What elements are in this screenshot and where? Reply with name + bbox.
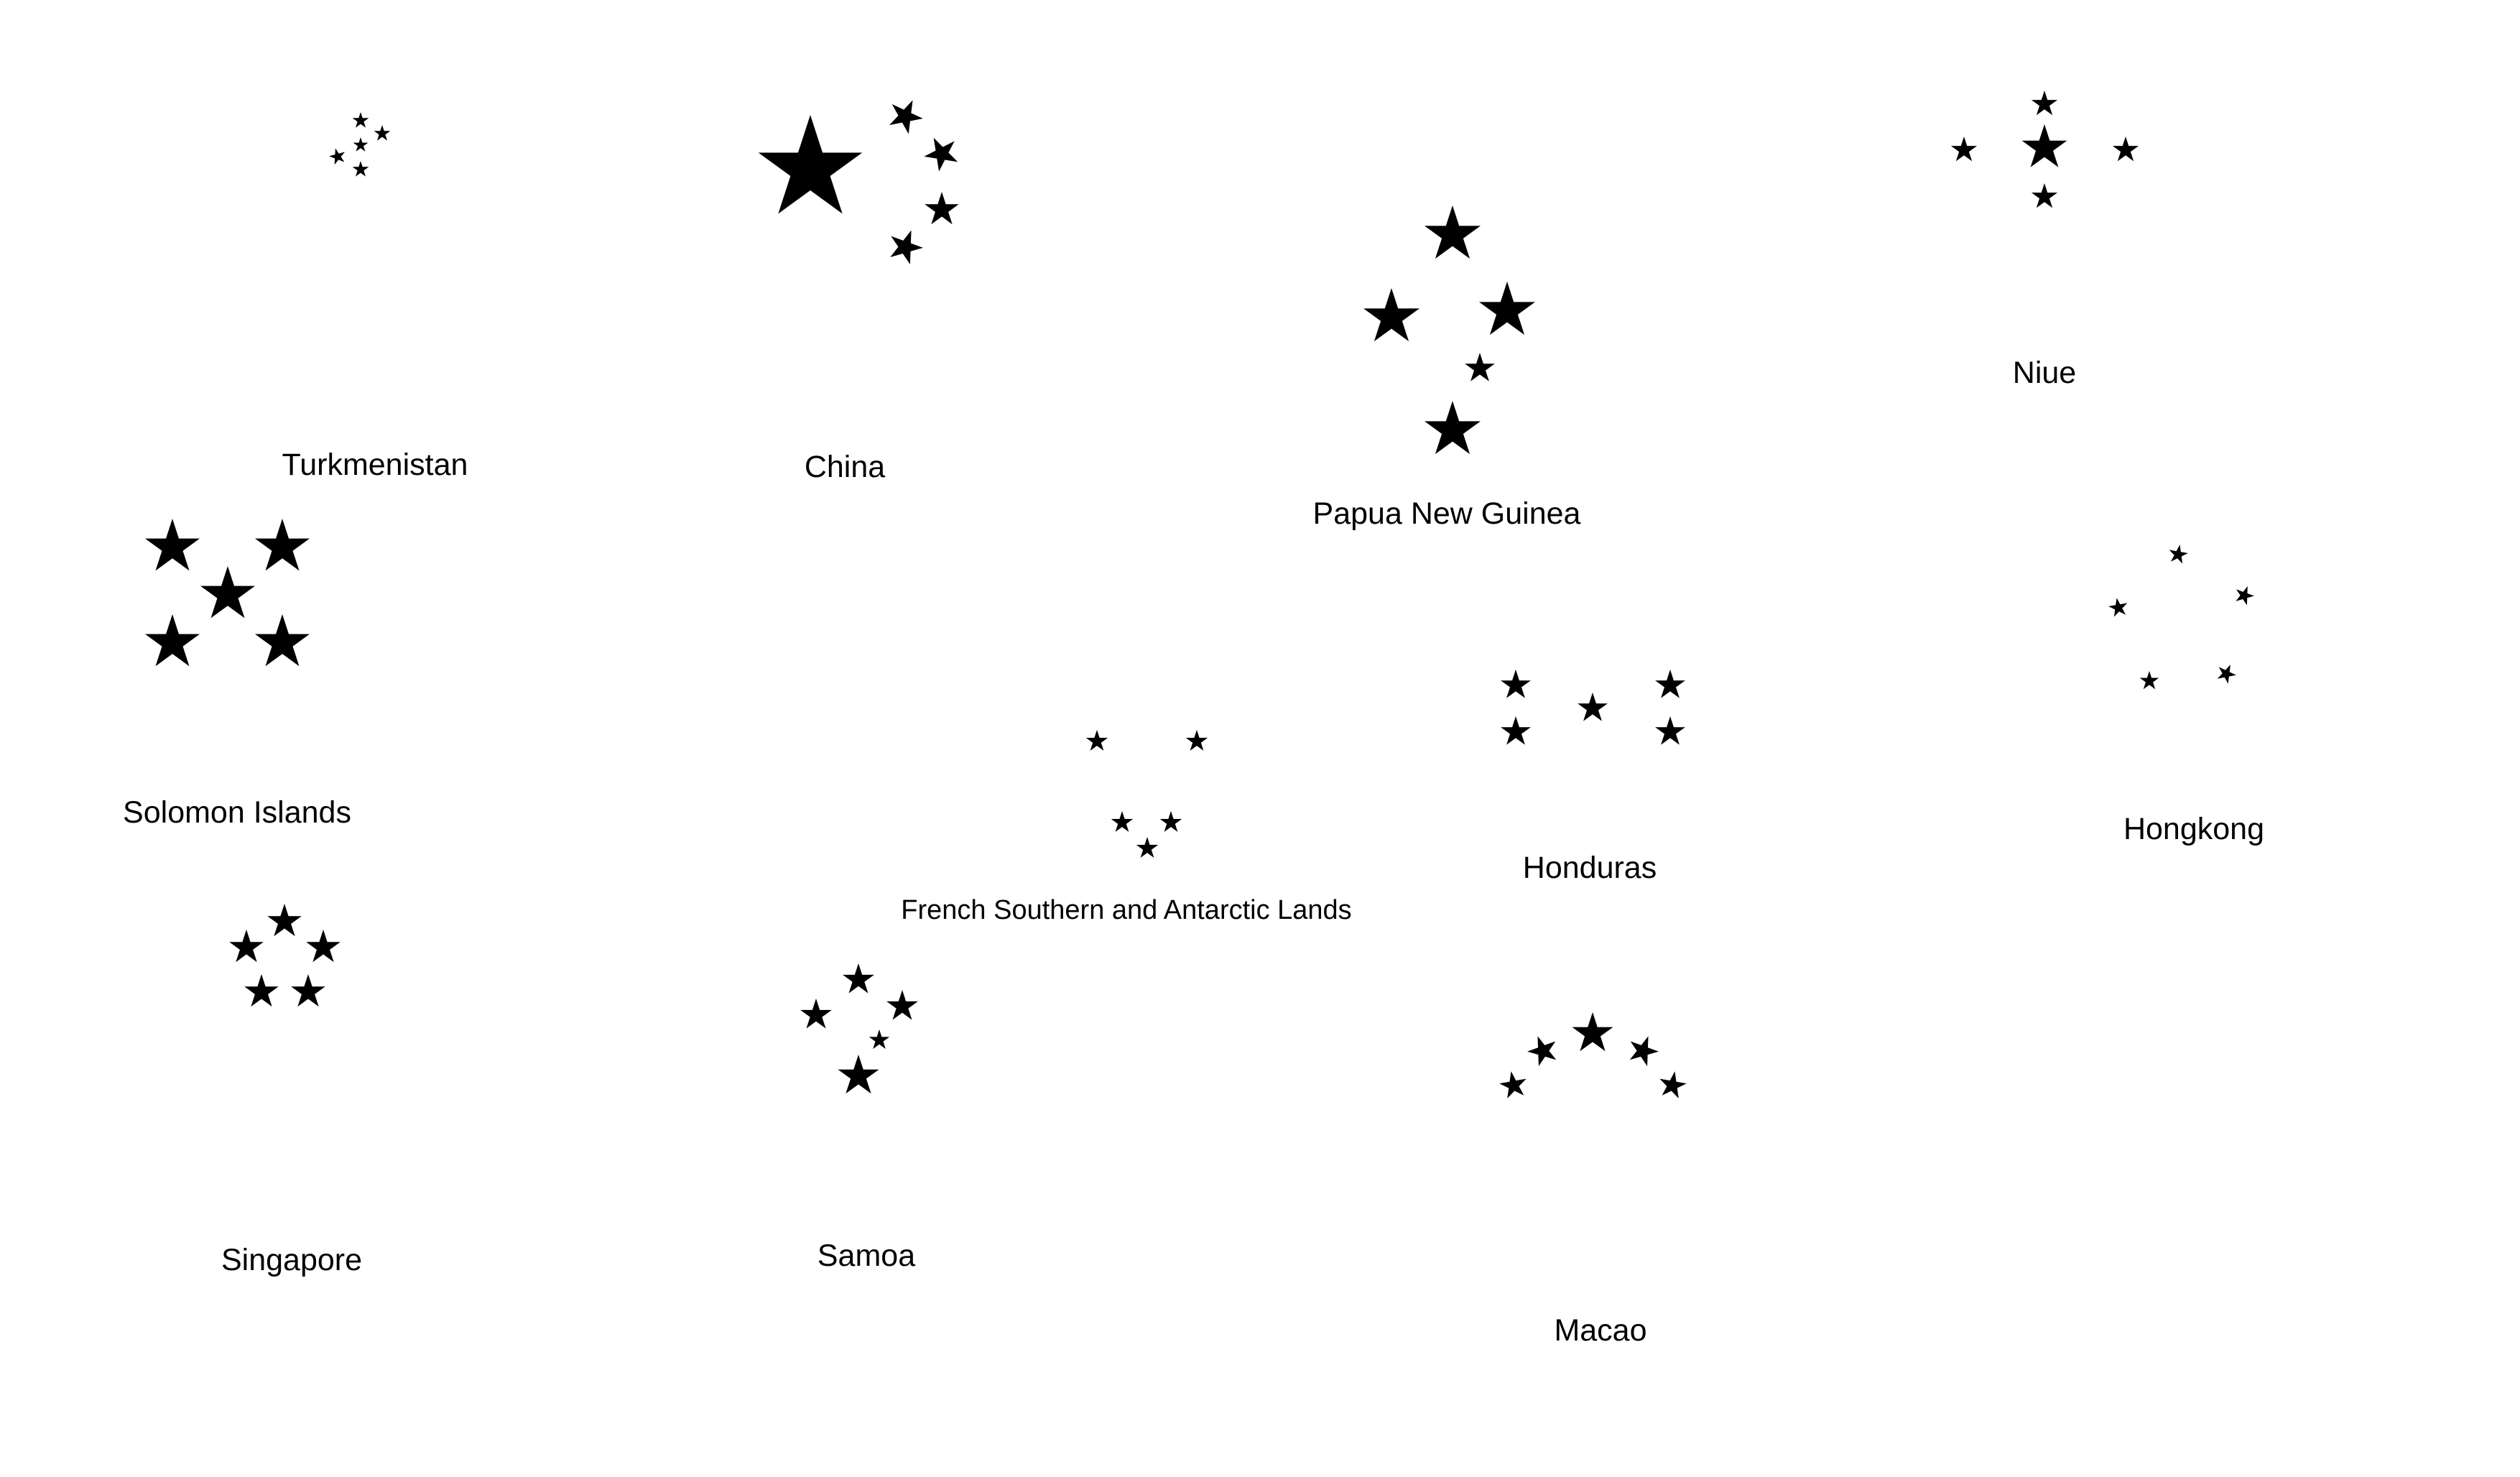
- star-icon-niue-5: [2031, 183, 2058, 208]
- star-icon-singapore-1: [267, 904, 302, 937]
- label-china: China: [805, 450, 885, 484]
- star-icon-macao-1: [1572, 1012, 1613, 1052]
- star-icon-solomon-islands-2: [254, 519, 310, 571]
- star-icon-samoa-4: [868, 1029, 890, 1050]
- group-french-southern-and-antarctic-lands: French Southern and Antarctic Lands: [901, 730, 1352, 925]
- group-turkmenistan: Turkmenistan: [282, 112, 468, 482]
- star-icon-turkmenistan-5: [352, 161, 369, 177]
- star-icon-turkmenistan-3: [329, 148, 346, 165]
- star-icon-samoa-1: [843, 963, 874, 994]
- star-icon-niue-1: [2031, 91, 2058, 116]
- star-icon-hongkong-4: [2139, 671, 2159, 690]
- star-icon-turkmenistan-2: [374, 125, 391, 141]
- star-icon-china-2: [889, 100, 923, 134]
- stars-solomon-islands: [144, 519, 310, 667]
- group-papua-new-guinea: Papua New Guinea: [1313, 205, 1581, 531]
- star-icon-french-southern-and-antarctic-lands-4: [1159, 811, 1182, 832]
- label-french-southern-and-antarctic-lands: French Southern and Antarctic Lands: [901, 895, 1351, 925]
- stars-china: [758, 100, 959, 265]
- group-hongkong: Hongkong: [2108, 545, 2264, 846]
- star-icon-honduras-4: [1501, 716, 1531, 745]
- star-icon-niue-3: [2021, 124, 2067, 167]
- star-icon-solomon-islands-5: [254, 614, 310, 667]
- star-icon-honduras-5: [1655, 716, 1685, 745]
- star-icon-singapore-3: [306, 930, 341, 963]
- label-niue: Niue: [2013, 356, 2076, 390]
- star-icon-papua-new-guinea-4: [1465, 353, 1495, 381]
- star-icon-honduras-1: [1501, 670, 1531, 698]
- star-icon-niue-4: [2112, 136, 2139, 162]
- stars-honduras: [1501, 670, 1685, 745]
- star-icon-china-3: [924, 137, 958, 172]
- star-icon-samoa-3: [886, 990, 918, 1020]
- label-turkmenistan: Turkmenistan: [282, 448, 468, 482]
- star-icon-hongkong-1: [2169, 545, 2188, 564]
- star-icon-papua-new-guinea-2: [1363, 288, 1419, 342]
- group-samoa: Samoa: [800, 963, 918, 1273]
- star-icon-macao-2: [1527, 1036, 1557, 1067]
- label-samoa: Samoa: [817, 1238, 915, 1273]
- star-icon-honduras-3: [1578, 693, 1608, 721]
- star-icon-hongkong-5: [2217, 665, 2236, 684]
- label-singapore: Singapore: [221, 1243, 362, 1277]
- stars-singapore: [229, 904, 341, 1007]
- star-icon-singapore-2: [229, 930, 264, 963]
- stars-french-southern-and-antarctic-lands: [1085, 730, 1208, 858]
- label-solomon-islands: Solomon Islands: [123, 795, 351, 830]
- star-icon-macao-5: [1659, 1071, 1687, 1098]
- stars-macao: [1499, 1012, 1687, 1098]
- group-niue: Niue: [1950, 91, 2139, 390]
- star-icon-singapore-4: [244, 974, 279, 1007]
- group-singapore: Singapore: [221, 904, 362, 1277]
- star-icon-niue-2: [1950, 136, 1978, 162]
- star-icon-singapore-5: [291, 974, 325, 1007]
- star-icon-turkmenistan-1: [352, 112, 369, 128]
- group-macao: Macao: [1499, 1012, 1687, 1348]
- star-icon-macao-4: [1499, 1071, 1527, 1098]
- label-macao: Macao: [1554, 1313, 1646, 1348]
- stars-hongkong: [2108, 545, 2254, 690]
- group-china: China: [758, 100, 959, 484]
- star-icon-solomon-islands-4: [144, 614, 200, 667]
- star-icon-papua-new-guinea-3: [1479, 282, 1535, 335]
- star-icon-honduras-2: [1655, 670, 1685, 698]
- star-icon-turkmenistan-4: [353, 137, 369, 152]
- star-icon-hongkong-2: [2108, 598, 2128, 617]
- stars-niue: [1950, 91, 2139, 208]
- star-icon-samoa-2: [800, 999, 832, 1029]
- stars-samoa: [800, 963, 918, 1094]
- group-honduras: Honduras: [1501, 670, 1685, 885]
- star-icon-china-4: [925, 192, 959, 225]
- group-solomon-islands: Solomon Islands: [123, 519, 351, 830]
- star-icon-solomon-islands-3: [200, 566, 256, 619]
- star-icon-french-southern-and-antarctic-lands-1: [1085, 730, 1108, 751]
- star-icon-french-southern-and-antarctic-lands-5: [1136, 837, 1159, 858]
- label-hongkong: Hongkong: [2123, 812, 2264, 846]
- star-icon-solomon-islands-1: [144, 519, 200, 571]
- label-honduras: Honduras: [1523, 851, 1657, 885]
- stars-papua-new-guinea: [1363, 205, 1535, 455]
- star-icon-china-1: [758, 115, 863, 214]
- star-icon-papua-new-guinea-1: [1425, 205, 1481, 259]
- star-icon-hongkong-3: [2236, 585, 2254, 606]
- label-papua-new-guinea: Papua New Guinea: [1313, 496, 1581, 531]
- stars-turkmenistan: [329, 112, 391, 177]
- star-icon-papua-new-guinea-5: [1425, 401, 1481, 455]
- star-icon-samoa-5: [838, 1055, 879, 1094]
- star-icon-french-southern-and-antarctic-lands-2: [1185, 730, 1208, 751]
- star-icon-china-5: [890, 230, 923, 265]
- star-icon-macao-3: [1629, 1036, 1659, 1067]
- star-icon-french-southern-and-antarctic-lands-3: [1111, 811, 1134, 832]
